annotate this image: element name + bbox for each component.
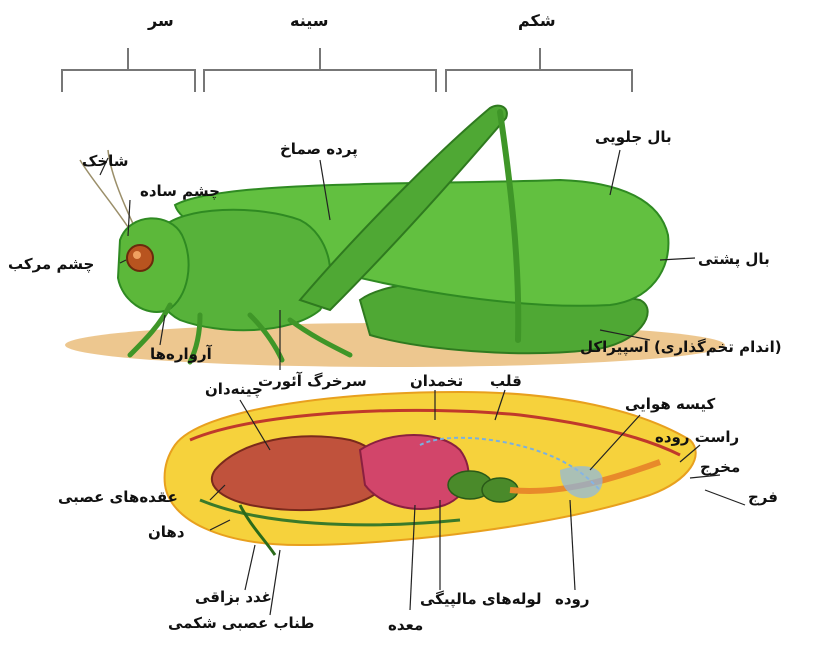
segment-brackets <box>62 48 632 92</box>
label-ovipositor: (اندام تخم‌گذاری) اسپیراکل <box>580 338 782 356</box>
label-thorax: سینه <box>290 12 329 30</box>
label-ovary: تخمدان <box>410 372 463 390</box>
abdomen-bracket <box>446 48 632 92</box>
label-compound-eye: چشم مرکب <box>8 255 94 273</box>
compound-eye <box>127 245 153 271</box>
label-crop: چینه‌دان <box>205 380 263 398</box>
grasshopper-body <box>118 106 668 362</box>
label-rectum: راست روده <box>655 428 739 446</box>
label-head: سر <box>148 12 174 30</box>
label-nerve-cord: طناب عصبی شکمی <box>168 614 314 632</box>
label-aorta: سرخرگ آئورت <box>258 372 367 390</box>
label-tympanum: پرده صماخ <box>280 140 358 158</box>
label-salivary-gland: غدد بزاقی <box>195 588 272 606</box>
head-bracket <box>62 48 195 92</box>
label-forewing: بال جلویی <box>595 128 672 146</box>
thorax-bracket <box>204 48 436 92</box>
label-malpighian: لوله‌های مالپیگی <box>420 590 541 608</box>
label-abdomen: شکم <box>518 12 556 30</box>
label-intestine: روده <box>555 590 590 608</box>
label-antenna: شاخک <box>82 152 129 170</box>
label-heart: قلب <box>490 372 522 390</box>
label-mouth: دهان <box>148 523 185 541</box>
label-hindwing: بال پشتی <box>698 250 770 268</box>
label-simple-eye: چشم ساده <box>140 182 220 200</box>
label-anus: مخرج <box>700 458 740 476</box>
label-mouthparts: آرواره‌ها <box>150 345 212 363</box>
label-stomach: معده <box>388 616 423 634</box>
label-ganglia: عقده‌های عصبی <box>58 488 178 506</box>
label-vagina: فرج <box>748 488 778 506</box>
internal-anatomy <box>165 392 696 555</box>
label-air-sac: کیسه هوایی <box>625 395 715 413</box>
